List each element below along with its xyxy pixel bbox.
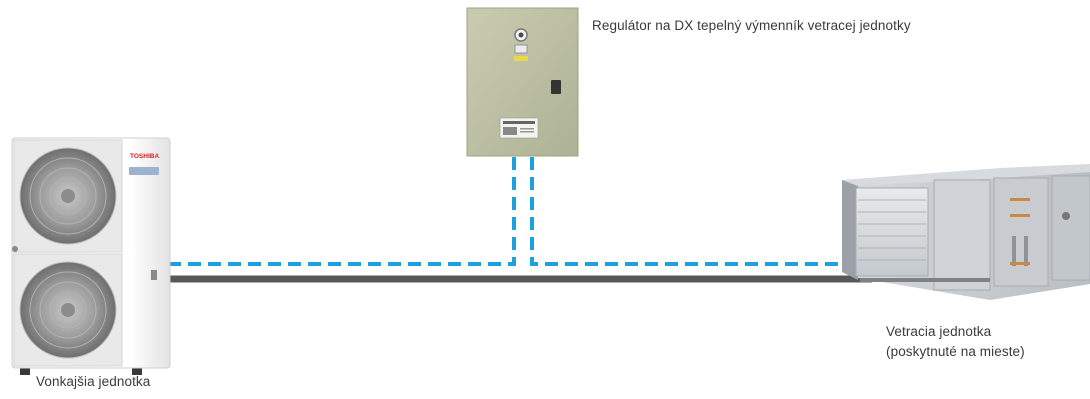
ventilation-unit [842,164,1090,300]
controller-lock [551,80,561,94]
controller-label: Regulátor na DX tepelný výmenník vetrace… [592,18,911,33]
ventilation-unit-label: Vetracia jednotka (poskytnuté na mieste) [886,322,1025,362]
fan-grille-top [19,147,117,245]
controller-switch [514,44,528,54]
ventilation-unit-label-line2: (poskytnuté na mieste) [886,344,1025,359]
ventilation-unit-label-line1: Vetracia jednotka [886,324,992,339]
outdoor-unit-small-logo [12,246,18,252]
ventilation-unit-front [842,180,858,280]
outdoor-unit-brand-logo: TOSHIBA [130,153,159,160]
ventilation-unit-piping [1010,198,1070,266]
outdoor-unit: TOSHIBA [11,137,171,375]
ventilation-unit-louvers [858,199,926,261]
outdoor-unit-handle [151,270,157,280]
controller-box [466,7,579,157]
fan-grille-bottom [19,261,117,359]
outdoor-unit-label: Vonkajšia jednotka [36,374,151,389]
control-wiring-dashed [168,157,860,266]
outdoor-unit-badge [129,167,159,175]
